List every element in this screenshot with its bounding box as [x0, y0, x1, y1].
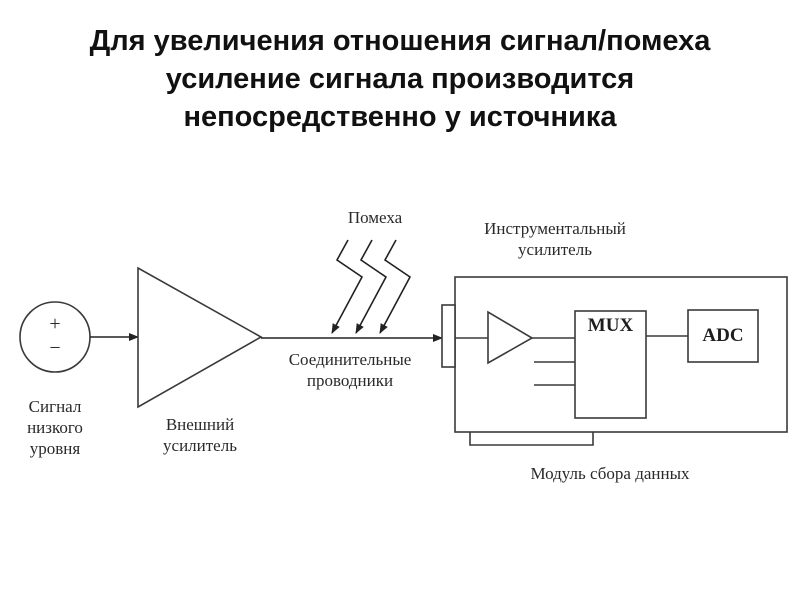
noise-label: Помеха — [347, 208, 403, 227]
instrument-amplifier-triangle — [487, 310, 534, 365]
external-amplifier-triangle — [137, 266, 263, 409]
input-connector — [441, 304, 456, 368]
bus-connector — [469, 432, 594, 446]
instrument-amplifier-label-line-2: усилитель — [518, 240, 592, 259]
plus-sign: + — [49, 313, 61, 335]
noise-arrow-2 — [355, 239, 388, 334]
instrument-amplifier-label-line-1: Инструментальный — [484, 219, 626, 238]
mux-block — [574, 310, 647, 419]
signal-source-label-line-1: Сигнал — [28, 397, 82, 416]
title-line-3: непосредственно у источника — [183, 101, 617, 133]
daq-module-label: Модуль сбора данных — [530, 464, 690, 483]
signal-source-label: Сигнал низкого уровня — [15, 396, 95, 459]
instrument-amplifier-label: Инструментальный усилитель — [460, 218, 650, 260]
noise-arrow-3 — [379, 239, 412, 334]
external-amplifier-label-line-2: усилитель — [163, 436, 237, 455]
slide-title: Для увеличения отношения сигнал/помеха у… — [0, 22, 800, 136]
minus-sign: − — [49, 337, 61, 359]
noise-arrow-1 — [331, 239, 364, 334]
signal-source-label-line-3: уровня — [29, 439, 81, 458]
external-amplifier-label: Внешний усилитель — [145, 414, 255, 456]
connecting-wires-label-line-1: Соединительные — [288, 350, 412, 369]
external-amplifier-label-line-1: Внешний — [165, 415, 235, 434]
mux-label: MUX — [587, 315, 634, 336]
connecting-wires-label: Соединительные проводники — [270, 349, 430, 391]
title-line-2: усиление сигнала производится — [165, 63, 635, 95]
title-line-1: Для увеличения отношения сигнал/помеха — [89, 25, 711, 57]
adc-block — [687, 309, 759, 363]
connecting-wires-label-line-2: проводники — [306, 371, 394, 390]
adc-label: ADC — [702, 325, 744, 346]
signal-source-label-line-2: низкого — [27, 418, 83, 437]
